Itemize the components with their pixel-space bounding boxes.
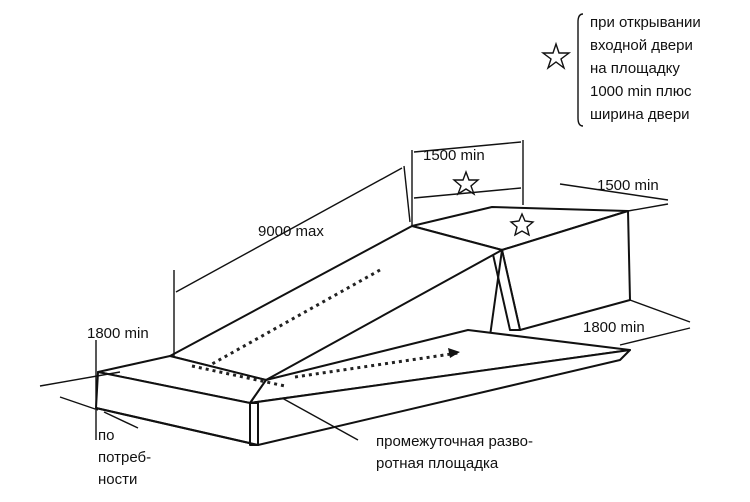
note-line: ширина двери (590, 106, 690, 123)
star-icon (452, 170, 480, 196)
turn-platform (95, 355, 267, 446)
star-icon (509, 212, 535, 237)
turn-platform-line: промежуточная разво- (376, 433, 533, 450)
as-needed-label: по потреб- ности (98, 427, 151, 488)
note-text: при открывании входной двери на площадку… (590, 14, 701, 123)
dim-top-landing-length (411, 140, 524, 226)
lower-ramp-width-label: 1800 min (583, 319, 645, 336)
note-line: на площадку (590, 60, 680, 77)
turn-platform-line: ротная площадка (376, 455, 499, 472)
dim-lower-ramp-width (619, 299, 691, 346)
bottom-landing-length-label: 1800 min (87, 325, 149, 342)
star-icon (540, 41, 572, 70)
as-needed-leader (103, 411, 139, 429)
as-needed-line: потреб- (98, 449, 151, 466)
note-line: 1000 min плюс (590, 83, 692, 100)
top-landing-width-label: 1500 min (597, 177, 659, 194)
dim-bottom-landing (39, 340, 121, 440)
ramp-length-label: 9000 max (258, 223, 324, 240)
as-needed-line: по (98, 427, 114, 444)
dim-ramp-length (173, 165, 411, 356)
travel-path (191, 268, 460, 388)
as-needed-line: ности (98, 471, 137, 488)
note-bracket (577, 13, 584, 127)
note-line: при открывании (590, 14, 701, 31)
note-line: входной двери (590, 37, 693, 54)
dim-top-landing-width (559, 183, 669, 212)
turn-platform-leader (281, 397, 359, 441)
turn-platform-label: промежуточная разво- ротная площадка (376, 433, 533, 472)
path-arrowhead (448, 348, 460, 358)
top-landing-length-label: 1500 min (423, 147, 485, 164)
